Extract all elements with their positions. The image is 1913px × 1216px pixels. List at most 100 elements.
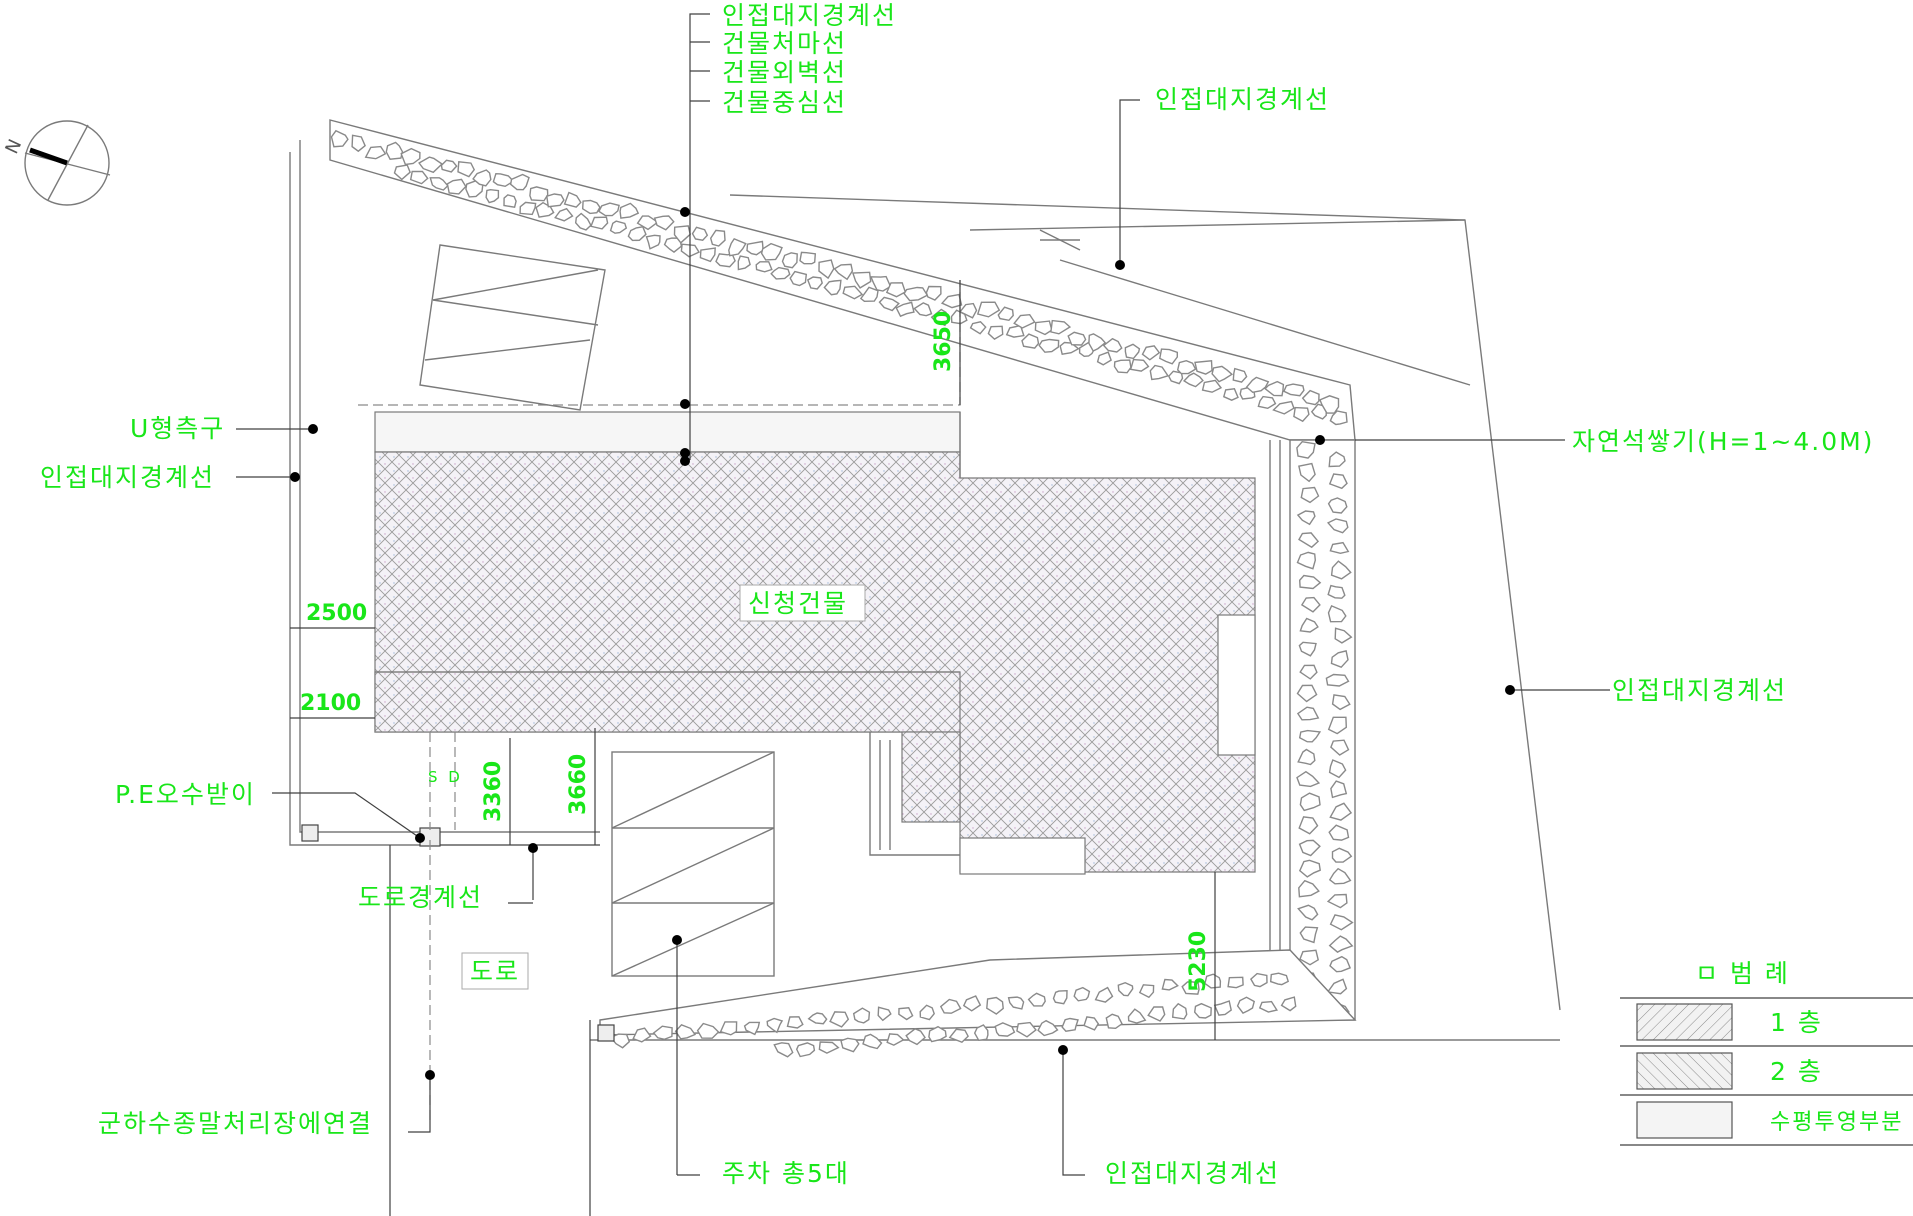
stone-mark <box>851 271 872 289</box>
stone-mark <box>1329 410 1348 426</box>
stone-mark <box>627 226 647 242</box>
stone-mark <box>674 1023 697 1040</box>
stone-mark <box>1176 359 1197 375</box>
building-footprint <box>358 280 1256 875</box>
stone-mark <box>1327 604 1347 623</box>
stone-mark <box>1331 847 1353 863</box>
stone-mark <box>818 1041 840 1054</box>
stone-mark <box>1236 996 1256 1014</box>
stone-mark <box>1326 978 1348 995</box>
stone-mark <box>409 170 429 185</box>
dimension-lines <box>290 280 1216 1125</box>
stone-mark <box>994 1022 1016 1037</box>
stone-mark <box>1329 802 1353 821</box>
legend-swatch-floor2 <box>1636 1052 1733 1090</box>
stone-mark <box>786 1016 804 1029</box>
stone-mark <box>1193 1002 1212 1019</box>
stone-mark <box>1298 574 1322 590</box>
stone-mark <box>503 194 517 208</box>
label-outer-wall-line: 건물외벽선 <box>722 58 847 87</box>
stone-mark <box>1211 365 1234 383</box>
stone-mark <box>766 1017 784 1034</box>
stone-mark <box>903 286 929 302</box>
legend: ㅁ 범 례 1 층 2 층 수평투영부분 <box>1620 959 1913 1146</box>
dimension-labels: 2500 2100 3360 3660 3650 5230 <box>300 311 1211 992</box>
site-boundary-lines <box>289 140 1561 1216</box>
stone-mark <box>1067 331 1087 346</box>
stone-mark <box>1296 440 1316 459</box>
stone-mark <box>1181 981 1200 995</box>
stone-mark <box>574 212 592 231</box>
stone-mark <box>1257 395 1277 410</box>
stone-mark <box>1194 360 1213 375</box>
stone-mark <box>746 240 764 256</box>
stone-mark <box>632 1027 652 1043</box>
stone-mark <box>781 252 798 269</box>
stone-mark <box>1296 551 1317 570</box>
stone-mark <box>905 1027 926 1046</box>
label-top-right-boundary: 인접대지경계선 <box>1155 85 1330 114</box>
label-center-line: 건물중심선 <box>722 88 847 117</box>
stone-mark <box>1298 641 1317 657</box>
stone-mark <box>1138 984 1155 999</box>
stone-mark <box>696 1022 720 1039</box>
stone-mark <box>485 188 500 204</box>
stone-mark <box>962 995 982 1012</box>
stone-mark <box>393 164 411 181</box>
stone-mark <box>1182 372 1204 388</box>
stone-mark <box>1149 364 1170 381</box>
label-road-boundary: 도로경계선 <box>358 883 483 912</box>
stone-mark <box>959 302 978 319</box>
stone-wall-top <box>329 119 1356 441</box>
stone-mark <box>590 216 609 230</box>
stone-mark <box>492 172 515 188</box>
dim-3660: 3660 <box>566 754 591 815</box>
stone-mark <box>1021 333 1040 349</box>
label-building: 신청건물 <box>748 589 848 618</box>
leader-lines <box>236 13 1610 1176</box>
stone-mark <box>351 134 366 153</box>
stone-mark <box>737 255 751 271</box>
stone-mark <box>1298 816 1319 835</box>
stone-mark <box>773 1042 794 1058</box>
stone-mark <box>1159 348 1179 365</box>
stone-mark <box>1297 904 1319 921</box>
svg-text:N: N <box>1 136 26 157</box>
stone-mark <box>1141 345 1161 361</box>
stone-mark <box>1327 584 1346 599</box>
stone-mark <box>597 202 620 217</box>
stone-mark <box>760 242 783 261</box>
stone-mark <box>645 234 661 250</box>
stone-mark <box>1282 383 1305 397</box>
stone-mark <box>877 1006 892 1022</box>
stone-mark <box>1329 541 1350 555</box>
stone-mark <box>1105 1013 1123 1030</box>
stone-mark <box>795 1042 816 1058</box>
stone-mark <box>1094 986 1114 1003</box>
stone-mark <box>1061 1017 1079 1032</box>
stone-mark <box>1299 926 1319 944</box>
stone-mark <box>1258 1000 1279 1013</box>
stone-mark <box>919 1004 935 1021</box>
stone-mark <box>1113 359 1132 374</box>
stone-mark <box>1334 627 1353 644</box>
dim-2100: 2100 <box>300 691 361 716</box>
stone-mark <box>852 1007 871 1024</box>
stone-mark <box>948 1028 969 1044</box>
stone-mark <box>1331 694 1351 711</box>
stone-mark <box>930 308 949 327</box>
stone-mark <box>554 207 574 222</box>
stone-mark <box>1269 972 1290 986</box>
stone-mark <box>529 186 549 202</box>
stone-mark <box>636 215 659 231</box>
stone-mark <box>1329 914 1354 931</box>
stone-mark <box>1124 343 1141 360</box>
stone-mark <box>862 1033 883 1050</box>
stone-mark <box>546 193 565 208</box>
label-left-boundary: 인접대지경계선 <box>40 463 215 492</box>
stone-mark <box>1300 486 1320 504</box>
parking-bays <box>419 244 775 977</box>
stone-mark <box>699 247 716 263</box>
stone-mark <box>1161 978 1179 991</box>
